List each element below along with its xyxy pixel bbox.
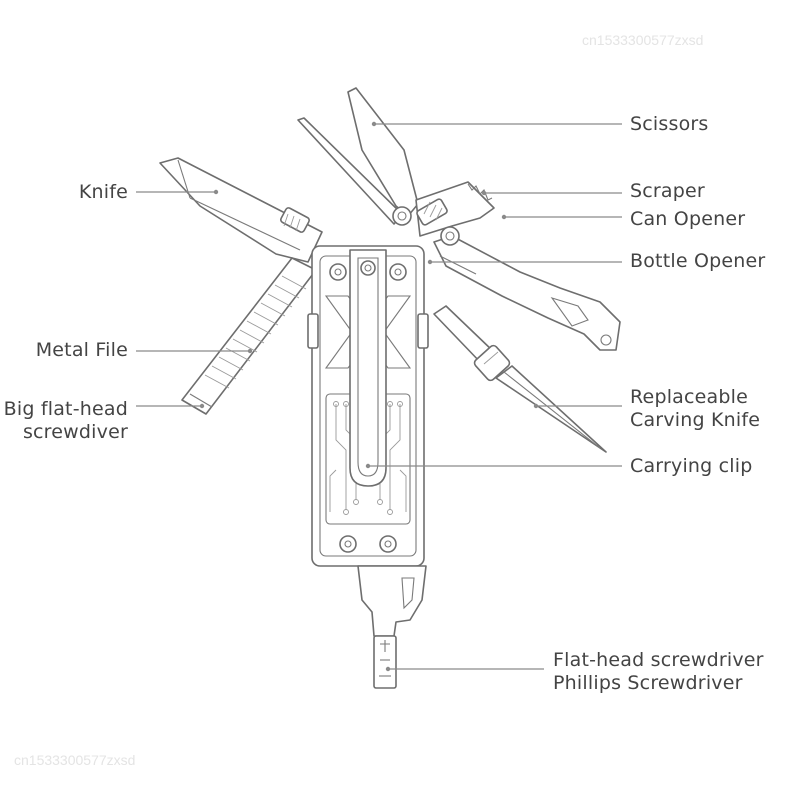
label-phillips-screwdriver: Phillips Screwdriver — [553, 672, 743, 694]
scissors — [297, 87, 419, 226]
label-knife: Knife — [78, 181, 128, 203]
label-scissors: Scissors — [630, 113, 709, 135]
scraper-can-opener — [415, 181, 495, 237]
label-can-opener: Can Opener — [630, 208, 746, 230]
label-big-flat-head-line2: screwdiver — [22, 421, 128, 443]
carving-knife — [433, 305, 607, 453]
label-carving-knife-line2: Carving Knife — [630, 409, 761, 431]
label-carrying-clip: Carrying clip — [630, 455, 753, 477]
watermark-top: cn1533300577zxsd — [582, 32, 704, 48]
label-metal-file: Metal File — [35, 339, 128, 361]
label-big-flat-head-line1: Big flat-head — [3, 398, 128, 420]
label-bottle-opener: Bottle Opener — [630, 250, 766, 272]
bottle-opener-arm — [433, 226, 621, 351]
metal-file — [181, 257, 317, 415]
leader-lines — [136, 121, 622, 672]
knife-blade — [159, 157, 323, 263]
watermark-bottom: cn1533300577zxsd — [14, 752, 136, 768]
label-flat-head-screwdriver: Flat-head screwdriver — [553, 649, 764, 671]
label-carving-knife-line1: Replaceable — [630, 386, 749, 408]
carrying-clip — [349, 249, 387, 487]
screwdriver-bit — [357, 565, 427, 689]
label-scraper: Scraper — [630, 180, 705, 202]
